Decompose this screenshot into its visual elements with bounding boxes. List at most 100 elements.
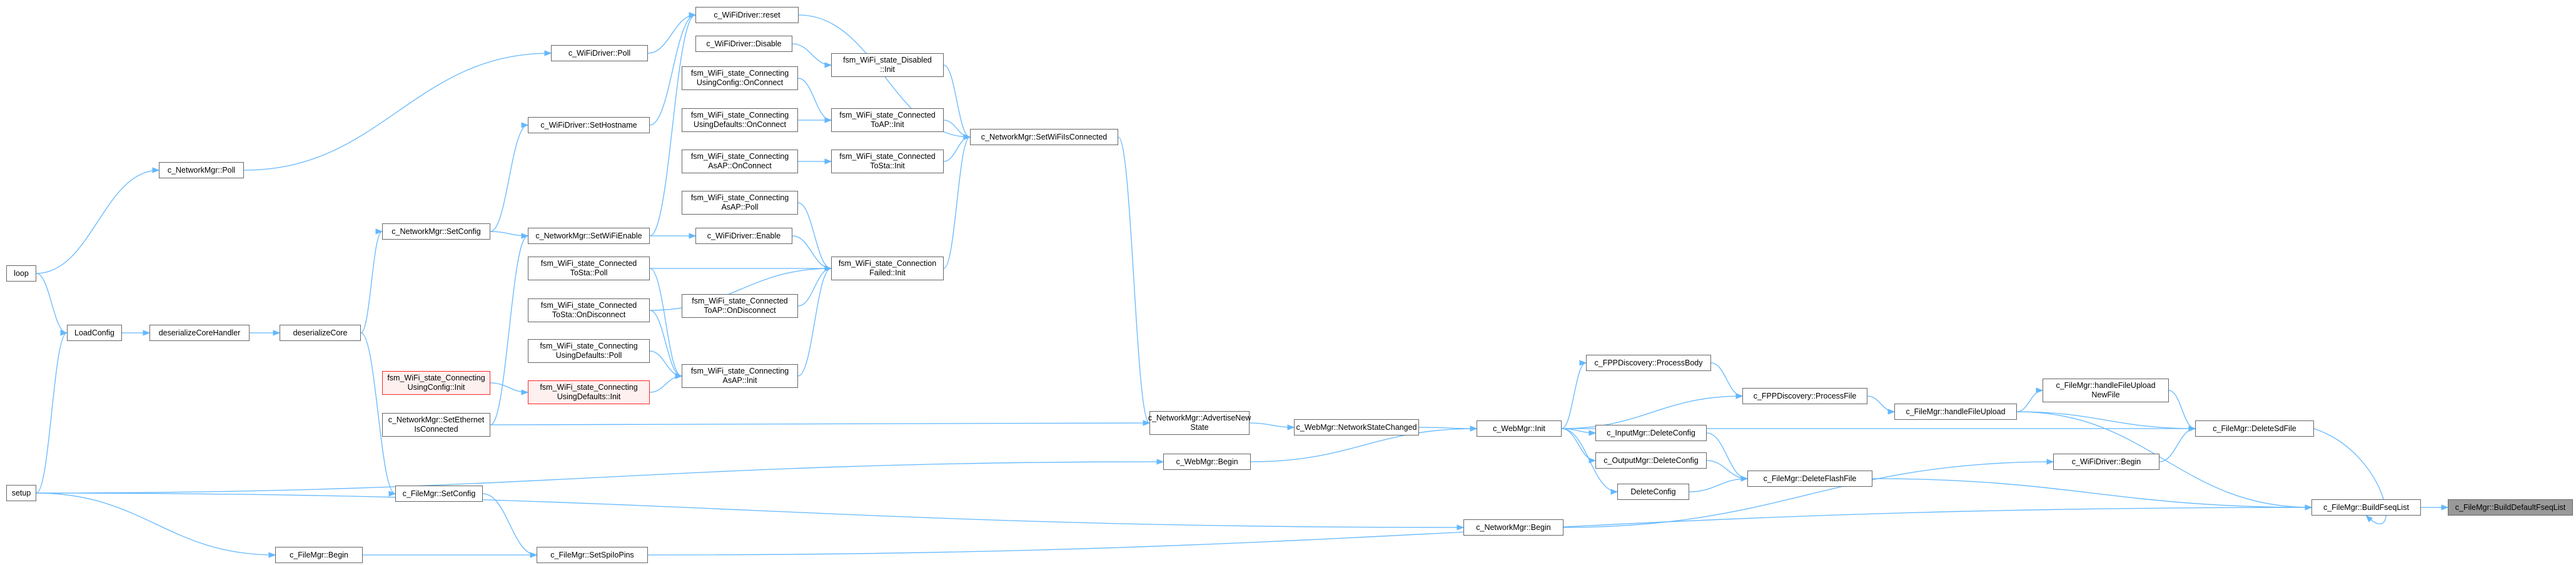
node-c-asap-init[interactable]: fsm_WiFi_state_Connecting AsAP::Init — [682, 364, 798, 388]
node-advertise-state[interactable]: c_NetworkMgr::AdvertiseNew State — [1148, 411, 1251, 435]
node-toap-init[interactable]: fsm_WiFi_state_Connected ToAP::Init — [831, 108, 944, 132]
edge-set-ethernet-to-advertise-state — [490, 420, 1151, 426]
edge-c-asap-poll-to-conn-failed-init — [797, 202, 832, 272]
node-c-usingdefaults-poll[interactable]: fsm_WiFi_state_Connecting UsingDefaults:… — [528, 339, 650, 363]
node-deserialize-core[interactable]: deserializeCore — [280, 325, 361, 341]
edge-c-usingdefaults-init-to-c-asap-init — [649, 373, 683, 393]
edge-loop-to-load-config — [36, 273, 68, 336]
node-c-usingdefaults-init[interactable]: fsm_WiFi_state_Connecting UsingDefaults:… — [528, 380, 650, 404]
edge-deserialize-core-to-set-config — [360, 228, 383, 333]
edge-wifi-poll-to-wifi-reset — [647, 12, 697, 54]
node-set-ethernet[interactable]: c_NetworkMgr::SetEthernet IsConnected — [382, 413, 490, 437]
edge-webmgr-init-to-output-delete-config — [1561, 428, 1597, 464]
edge-network-poll-to-wifi-poll — [243, 50, 552, 171]
node-network-begin[interactable]: c_NetworkMgr::Begin — [1463, 519, 1563, 536]
edge-network-begin-to-wifi-begin — [1563, 459, 2054, 528]
node-build-fseq-list[interactable]: c_FileMgr::BuildFseqList — [2311, 499, 2421, 516]
node-load-config[interactable]: LoadConfig — [67, 325, 122, 341]
node-filemgr-begin[interactable]: c_FileMgr::Begin — [275, 547, 363, 563]
edge-c-usingconfig-onconnect-to-toap-init — [797, 78, 832, 123]
edge-set-wifi-connected-to-advertise-state — [1118, 136, 1151, 426]
edge-fpp-process-file-to-handle-file-upload — [1867, 395, 1896, 415]
node-input-delete-config[interactable]: c_InputMgr::DeleteConfig — [1595, 425, 1707, 441]
edge-set-config-to-set-hostname — [490, 122, 529, 232]
node-set-wifi-connected[interactable]: c_NetworkMgr::SetWiFiIsConnected — [970, 129, 1118, 145]
edge-set-wifi-enable-to-wifi-reset — [649, 12, 697, 237]
node-output-delete-config[interactable]: c_OutputMgr::DeleteConfig — [1595, 452, 1707, 469]
edge-filemgr-setconfig-to-set-spi-io-pins — [482, 493, 538, 558]
edge-handle-file-upload-to-build-fseq-list — [2016, 411, 2313, 511]
edge-toap-ondisconnect-to-conn-failed-init — [797, 265, 832, 307]
edge-handle-upload-newfile-to-delete-sd-file — [2168, 390, 2196, 432]
node-delete-config[interactable]: DeleteConfig — [1617, 484, 1689, 500]
edge-delete-sd-file-to-build-fseq-list — [2313, 428, 2387, 524]
edge-tosta-init-to-set-wifi-connected — [943, 134, 971, 162]
edge-handle-file-upload-to-handle-upload-newfile — [2016, 387, 2044, 412]
node-wifi-enable[interactable]: c_WiFiDriver::Enable — [695, 228, 792, 244]
edge-loop-to-network-poll — [36, 167, 160, 274]
node-wifi-begin[interactable]: c_WiFiDriver::Begin — [2053, 454, 2159, 470]
edge-wifi-enable-to-conn-failed-init — [792, 235, 832, 272]
node-c-usingconfig-onconnect[interactable]: fsm_WiFi_state_Connecting UsingConfig::O… — [682, 66, 798, 90]
edge-handle-file-upload-to-delete-sd-file — [2016, 411, 2196, 432]
edge-set-config-to-set-wifi-enable — [490, 231, 529, 239]
node-handle-file-upload[interactable]: c_FileMgr::handleFileUpload — [1894, 404, 2017, 420]
node-tosta-poll[interactable]: fsm_WiFi_state_Connected ToSta::Poll — [528, 257, 650, 280]
node-network-poll[interactable]: c_NetworkMgr::Poll — [159, 162, 244, 178]
node-tosta-ondisconnect[interactable]: fsm_WiFi_state_Connected ToSta::OnDiscon… — [528, 298, 650, 322]
node-toap-ondisconnect[interactable]: fsm_WiFi_state_Connected ToAP::OnDisconn… — [682, 294, 798, 318]
edge-webmgr-init-to-delete-config — [1561, 428, 1619, 495]
node-c-asap-onconnect[interactable]: fsm_WiFi_state_Connecting AsAP::OnConnec… — [682, 150, 798, 173]
node-disabled-init[interactable]: fsm_WiFi_state_Disabled ::Init — [831, 53, 944, 77]
node-delete-flash-file[interactable]: c_FileMgr::DeleteFlashFile — [1747, 471, 1872, 487]
node-webmgr-init[interactable]: c_WebMgr::Init — [1477, 420, 1562, 437]
edge-setup-to-load-config — [36, 330, 68, 494]
edge-tosta-poll-to-c-asap-init — [649, 268, 683, 379]
node-setup[interactable]: setup — [6, 485, 36, 501]
node-set-wifi-enable[interactable]: c_NetworkMgr::SetWiFiEnable — [528, 228, 650, 244]
node-c-asap-poll[interactable]: fsm_WiFi_state_Connecting AsAP::Poll — [682, 191, 798, 215]
node-wifi-disable[interactable]: c_WiFiDriver::Disable — [695, 36, 792, 52]
node-fpp-process-file[interactable]: c_FPPDiscovery::ProcessFile — [1742, 388, 1867, 404]
edge-output-delete-config-to-delete-flash-file — [1706, 460, 1749, 482]
node-set-spi-io-pins[interactable]: c_FileMgr::SetSpiIoPins — [537, 547, 648, 563]
edge-tosta-ondisconnect-to-conn-failed-init — [649, 265, 832, 311]
edge-set-hostname-to-wifi-reset — [649, 12, 697, 126]
edge-c-asap-init-to-conn-failed-init — [797, 265, 832, 377]
edge-input-delete-config-to-delete-flash-file — [1706, 432, 1749, 482]
node-filemgr-setconfig[interactable]: c_FileMgr::SetConfig — [395, 486, 483, 502]
edge-setup-to-network-begin — [36, 492, 1465, 531]
edge-wifi-disable-to-disabled-init — [792, 43, 832, 68]
node-wifi-poll[interactable]: c_WiFiDriver::Poll — [551, 45, 648, 61]
node-network-state-changed[interactable]: c_WebMgr::NetworkStateChanged — [1294, 419, 1419, 435]
node-loop[interactable]: loop — [6, 265, 36, 282]
edge-delete-config-to-delete-flash-file — [1689, 476, 1749, 492]
node-handle-upload-newfile[interactable]: c_FileMgr::handleFileUpload NewFile — [2043, 379, 2169, 402]
node-c-usingdefaults-onconnect[interactable]: fsm_WiFi_state_Connecting UsingDefaults:… — [682, 108, 798, 132]
node-set-hostname[interactable]: c_WiFiDriver::SetHostname — [528, 117, 650, 133]
node-tosta-init[interactable]: fsm_WiFi_state_Connected ToSta::Init — [831, 150, 944, 173]
edge-webmgr-init-to-fpp-process-body — [1561, 360, 1587, 429]
edge-disabled-init-to-set-wifi-connected — [943, 64, 971, 140]
node-webmgr-begin[interactable]: c_WebMgr::Begin — [1163, 454, 1251, 470]
node-c-usingconfig-init[interactable]: fsm_WiFi_state_Connecting UsingConfig::I… — [382, 371, 490, 395]
edge-setup-to-webmgr-begin — [36, 459, 1164, 494]
edge-delete-flash-file-to-build-fseq-list — [1872, 478, 2313, 511]
node-delete-sd-file[interactable]: c_FileMgr::DeleteSdFile — [2195, 420, 2314, 437]
edge-wifi-begin-to-delete-sd-file — [2159, 425, 2196, 462]
edge-setup-to-filemgr-begin — [36, 492, 276, 558]
node-set-config[interactable]: c_NetworkMgr::SetConfig — [382, 223, 490, 240]
node-build-default-fseq[interactable]: c_FileMgr::BuildDefaultFseqList — [2448, 499, 2573, 516]
edge-conn-failed-init-to-set-wifi-connected — [943, 134, 971, 269]
node-wifi-reset[interactable]: c_WiFiDriver::reset — [695, 7, 799, 23]
edge-advertise-state-to-network-state-changed — [1249, 422, 1295, 430]
node-deserialize-handler[interactable]: deserializeCoreHandler — [149, 325, 250, 341]
edge-fpp-process-body-to-fpp-process-file — [1710, 362, 1744, 399]
edge-set-ethernet-to-set-wifi-enable — [490, 233, 529, 425]
edge-webmgr-begin-to-webmgr-init — [1250, 425, 1478, 462]
node-conn-failed-init[interactable]: fsm_WiFi_state_Connection Failed::Init — [831, 257, 944, 280]
edge-c-usingconfig-init-to-c-usingdefaults-init — [490, 382, 529, 395]
node-fpp-process-body[interactable]: c_FPPDiscovery::ProcessBody — [1586, 355, 1711, 371]
